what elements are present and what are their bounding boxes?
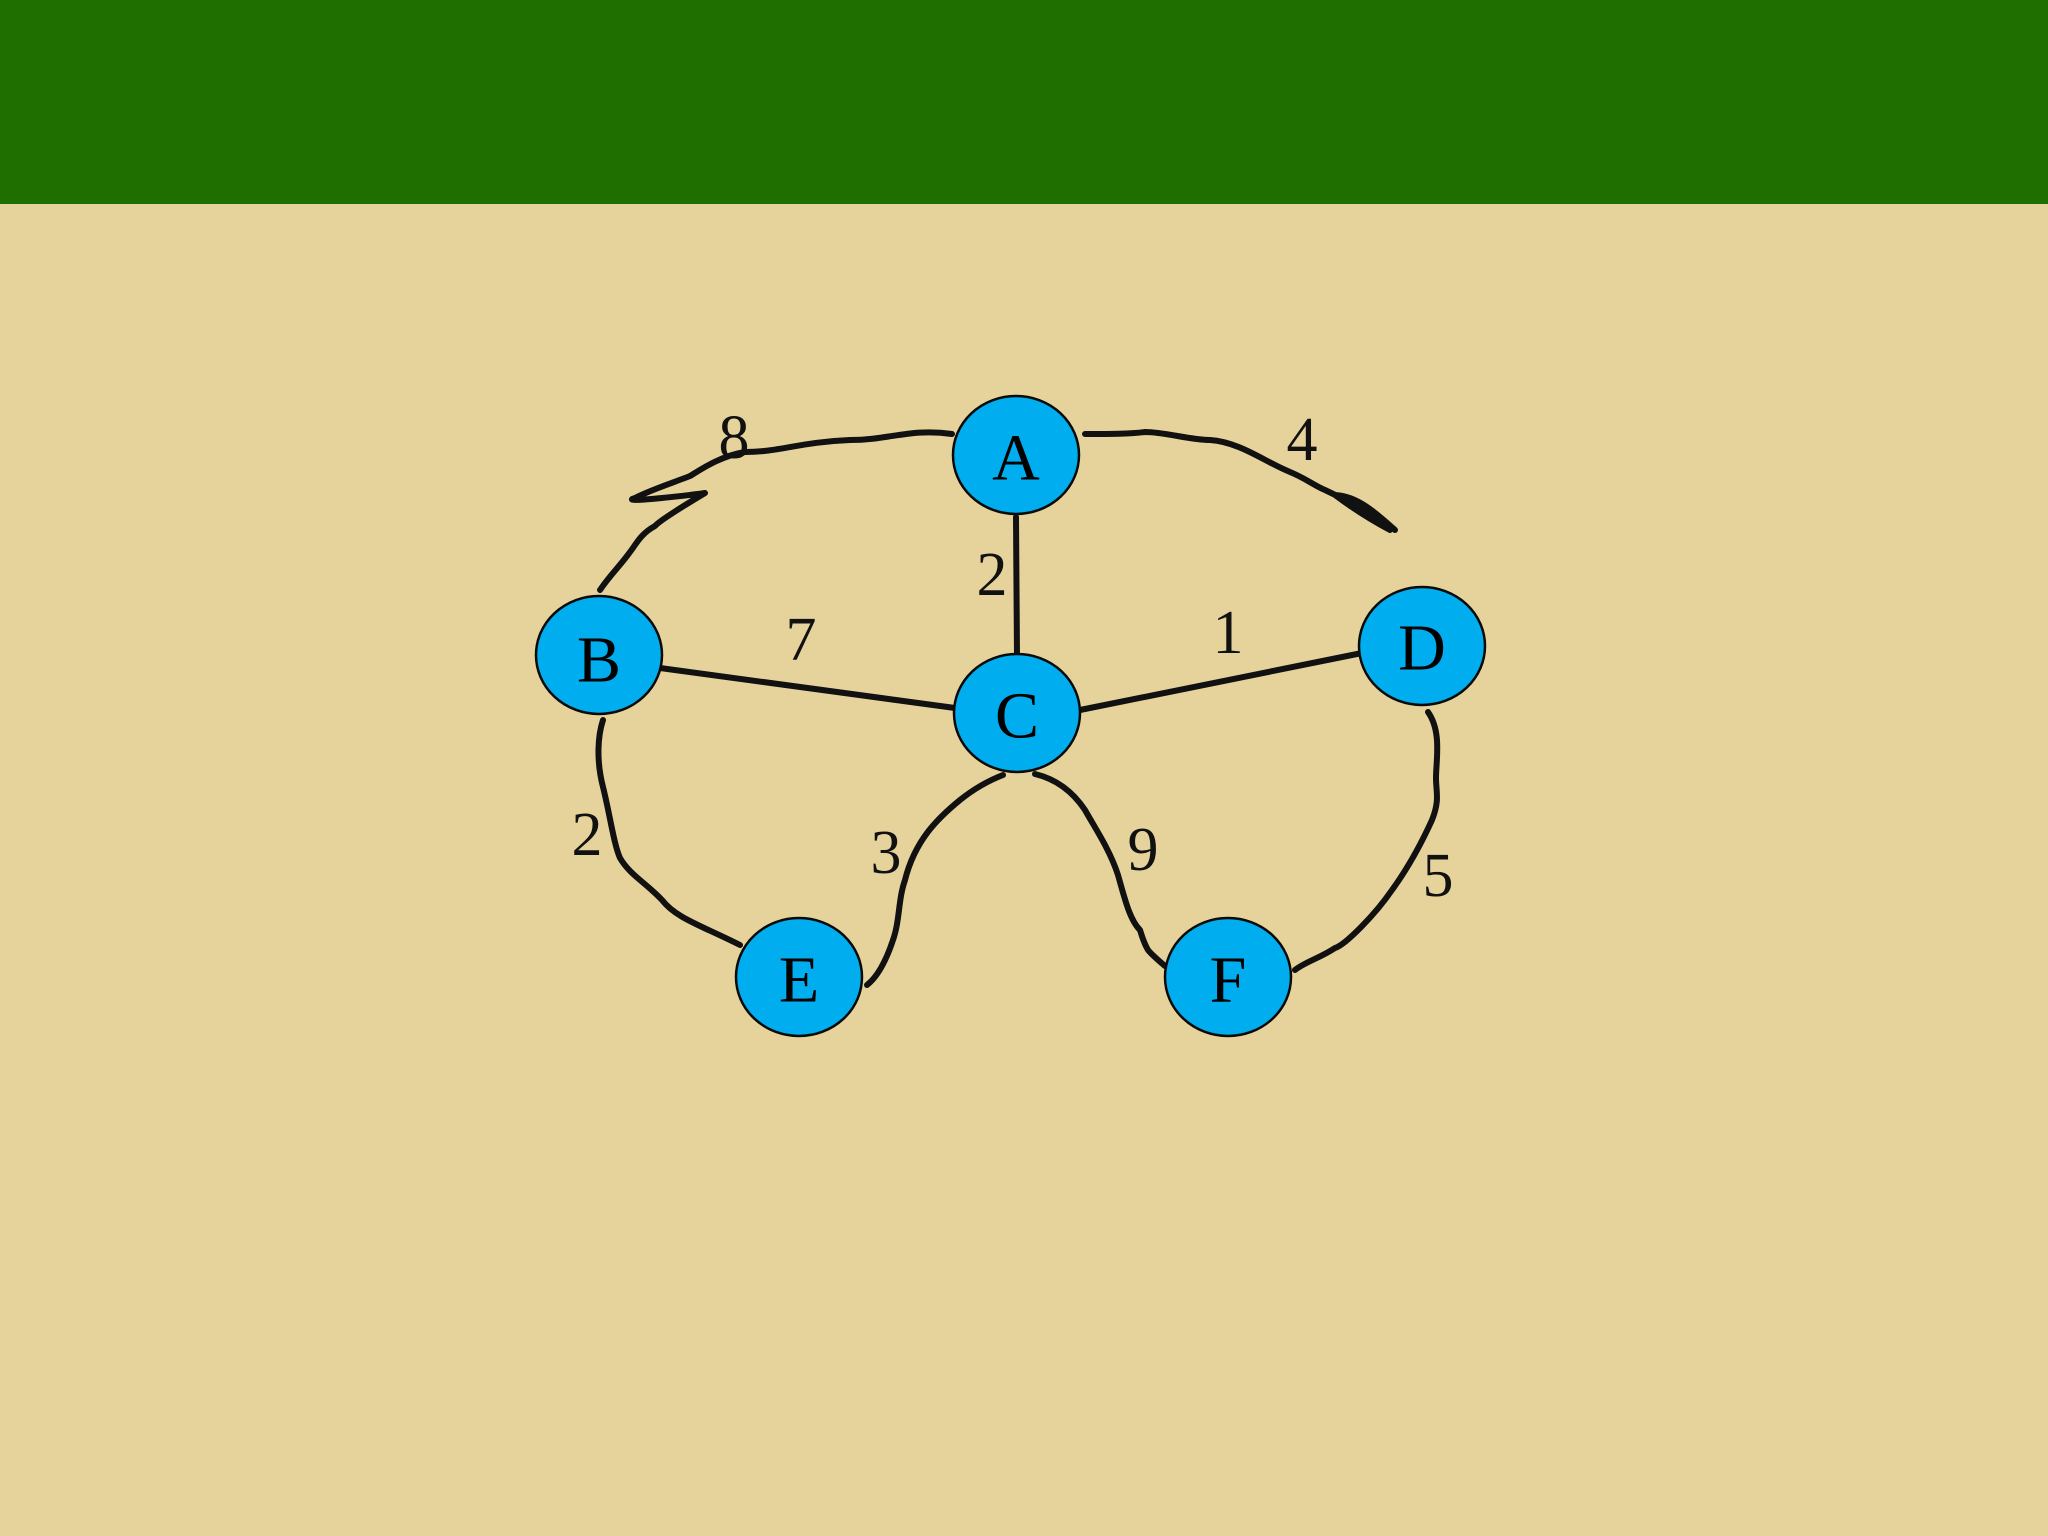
- edge-a-c: [1013, 514, 1020, 660]
- node-f: F: [1163, 916, 1293, 1038]
- edge-d-f: [1292, 709, 1441, 973]
- node-a-label: A: [992, 422, 1040, 495]
- node-c: C: [952, 652, 1082, 774]
- weight-b-c: 7: [786, 606, 817, 674]
- weight-d-f: 5: [1423, 842, 1454, 910]
- node-e: E: [734, 916, 864, 1038]
- node-b: B: [534, 594, 664, 716]
- node-d-label: D: [1398, 612, 1446, 685]
- weight-a-d: 4: [1287, 406, 1318, 474]
- node-e-circle: [734, 916, 864, 1038]
- edge-c-d: [1077, 650, 1365, 713]
- header-band: [0, 0, 2048, 204]
- weight-c-e: 3: [871, 819, 902, 887]
- node-e-label: E: [779, 944, 819, 1017]
- node-c-circle: [952, 652, 1082, 774]
- node-f-circle: [1163, 916, 1293, 1038]
- edges: [595, 429, 1441, 988]
- node-a-circle: [951, 394, 1081, 516]
- edge-b-e: [595, 717, 743, 948]
- node-b-circle: [534, 594, 664, 716]
- node-d-circle: [1357, 585, 1487, 707]
- edge-c-f: [1032, 771, 1168, 969]
- node-f-label: F: [1210, 944, 1247, 1017]
- edge-c-e: [864, 772, 1006, 988]
- edge-a-b: [597, 429, 955, 593]
- weight-a-c: 2: [977, 541, 1008, 609]
- node-c-label: C: [995, 680, 1039, 753]
- edge-weights: 8 4 2 7 1 2 3 9 5: [572, 404, 1454, 910]
- node-d: D: [1357, 585, 1487, 707]
- weight-b-e: 2: [572, 801, 603, 869]
- weight-c-f: 9: [1128, 816, 1159, 884]
- node-b-label: B: [577, 624, 621, 697]
- weight-c-d: 1: [1213, 599, 1244, 667]
- weight-a-b: 8: [719, 404, 750, 472]
- node-a: A: [951, 394, 1081, 516]
- edge-b-c: [657, 665, 958, 711]
- edge-a-d: [1082, 429, 1398, 533]
- nodes: A B C D E F: [534, 394, 1487, 1038]
